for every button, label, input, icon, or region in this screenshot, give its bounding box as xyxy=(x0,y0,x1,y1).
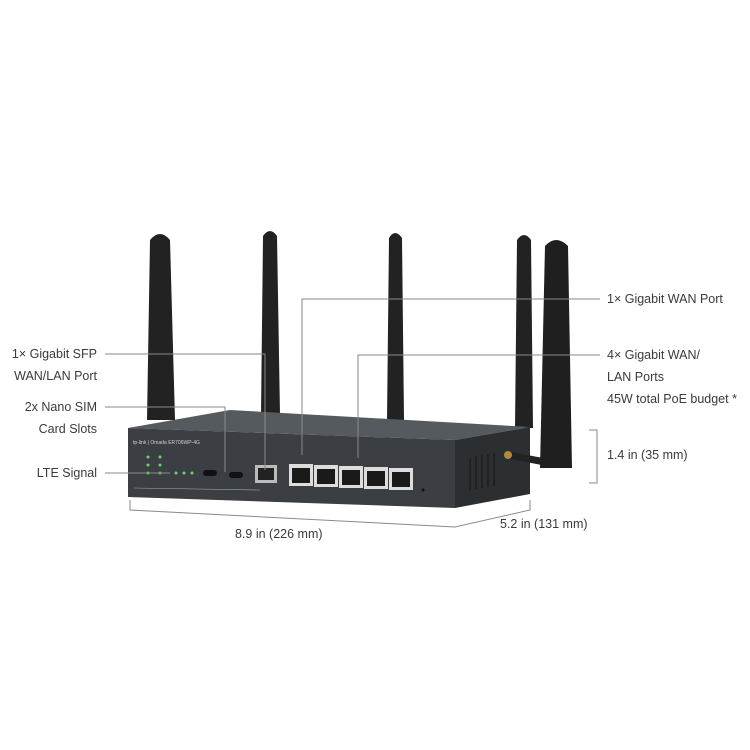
callout-wan: 1× Gigabit WAN Port xyxy=(607,292,723,306)
ethernet-ports xyxy=(289,464,413,490)
callout-sfp-line2: WAN/LAN Port xyxy=(14,369,97,383)
callout-lan-line2: LAN Ports xyxy=(607,370,664,384)
callout-sim-line1: 2x Nano SIM xyxy=(24,400,97,414)
callout-sfp: 1× Gigabit SFP WAN/LAN Port xyxy=(12,343,97,387)
led-indicators xyxy=(146,455,194,475)
dimension-height: 1.4 in (35 mm) xyxy=(607,448,688,462)
callout-sim-line2: Card Slots xyxy=(38,422,97,436)
callout-sfp-line1: 1× Gigabit SFP xyxy=(11,347,97,361)
callout-sim: 2x Nano SIM Card Slots xyxy=(25,396,97,440)
antenna-icon xyxy=(504,240,572,468)
reset-button xyxy=(421,488,425,492)
callout-lines xyxy=(105,298,600,528)
callout-lte: LTE Signal xyxy=(36,466,97,480)
dimension-width: 8.9 in (226 mm) xyxy=(235,527,323,541)
callout-lan-line1: 4× Gigabit WAN/ xyxy=(607,348,700,362)
router-body: tp-link | Omada ER706WP-4G xyxy=(128,410,530,508)
sim-slot-1 xyxy=(203,470,217,476)
callout-lan: 4× Gigabit WAN/ LAN Ports 45W total PoE … xyxy=(607,344,737,410)
antenna-icon xyxy=(147,231,533,428)
brand-logo: tp-link | Omada ER706WP-4G xyxy=(133,440,200,446)
callout-lan-line3: 45W total PoE budget * xyxy=(607,392,737,406)
dimension-depth: 5.2 in (131 mm) xyxy=(500,517,588,531)
sim-slot-2 xyxy=(229,472,243,478)
